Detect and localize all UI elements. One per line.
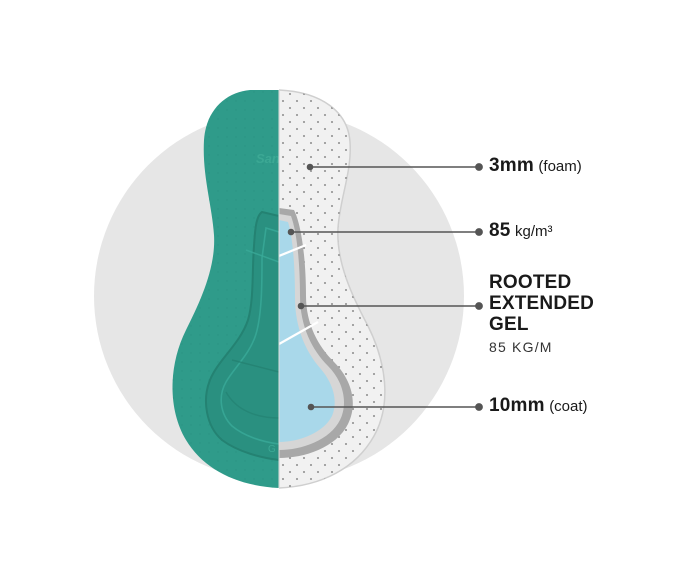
callout-gel: ROOTED EXTENDED GEL 85 KG/M	[489, 272, 594, 358]
callout-gel-line-2: EXTENDED	[489, 293, 595, 314]
leader-end-density	[475, 228, 483, 236]
leader-end-foam	[475, 163, 483, 171]
pad-bottom-text: G	[268, 444, 276, 455]
callout-foam: 3mm (foam)	[489, 155, 582, 177]
callout-density-value: 85	[489, 220, 511, 241]
pad-logo-text: San	[256, 151, 280, 166]
leader-end-coat	[475, 403, 483, 411]
callout-coat-unit: (coat)	[549, 398, 588, 415]
callout-density: 85 kg/m³	[489, 220, 553, 242]
callout-leaders	[287, 163, 483, 411]
callout-gel-line-1: ROOTED	[489, 272, 572, 293]
callout-coat-value: 10mm	[489, 395, 545, 416]
callout-gel-sub: 85 KG/M	[489, 339, 553, 355]
callout-foam-value: 3mm	[489, 155, 534, 176]
callout-foam-unit: (foam)	[538, 158, 582, 175]
callout-coat: 10mm (coat)	[489, 395, 588, 417]
callout-gel-line-3: GEL	[489, 314, 529, 335]
callout-density-unit: kg/m³	[515, 223, 553, 240]
leader-end-gel	[475, 302, 483, 310]
pad-right-half	[279, 89, 386, 489]
pad-left-half	[172, 90, 279, 488]
